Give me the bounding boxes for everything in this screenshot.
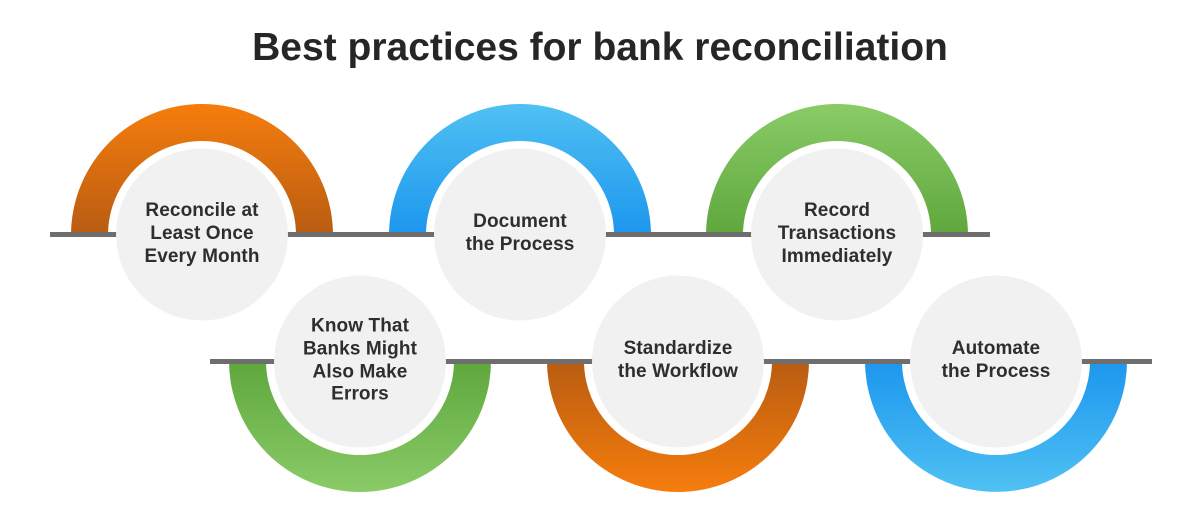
node-1-label-line: Least Once (150, 222, 254, 244)
page-title: Best practices for bank reconciliation (252, 26, 948, 69)
node-2-circle (434, 148, 606, 321)
node-3-label: Record Transactions Immediately (737, 200, 937, 268)
node-3-arc-green (706, 104, 968, 235)
node-3-label-line: Immediately (781, 245, 893, 267)
node-2-label-line: the Process (465, 234, 575, 255)
node-6-label-line: Automate (951, 338, 1041, 360)
node-3-label-line: Record (803, 199, 871, 221)
node-4-label-line: Errors (331, 383, 389, 405)
node-2-label-line: Document (473, 211, 567, 233)
node-6-label-line: the Process (941, 361, 1051, 382)
node-6-arc-blue (865, 361, 1127, 492)
node-1-label-line: Reconcile at (145, 199, 259, 221)
node-4-label-line: Know That (311, 315, 409, 337)
node-5-circle (592, 275, 764, 448)
node-3-circle (751, 148, 923, 321)
node-4-label-line: Banks Might (302, 338, 418, 360)
node-1-label: Reconcile at Least Once Every Month (102, 200, 302, 268)
node-4-label-line: Also Make (312, 361, 408, 382)
node-4-arc-green (229, 361, 491, 492)
node-4-circle (274, 275, 446, 448)
node-1-circle (116, 148, 288, 321)
node-5-arc-orange (547, 361, 809, 492)
node-4-label: Know That Banks Might Also Make Errors (260, 315, 460, 406)
node-1-arc-orange (71, 104, 333, 235)
node-5-label-line: the Workflow (617, 361, 739, 382)
node-2-arc-blue (389, 104, 651, 235)
node-3-label-line: Transactions (777, 222, 897, 244)
node-5-label: Standardize the Workflow (578, 338, 778, 384)
node-5-label-line: Standardize (623, 338, 733, 360)
node-2-label: Document the Process (420, 211, 620, 257)
node-1-label-line: Every Month (144, 245, 260, 267)
node-6-circle (910, 275, 1082, 448)
node-6-label: Automate the Process (896, 338, 1096, 384)
